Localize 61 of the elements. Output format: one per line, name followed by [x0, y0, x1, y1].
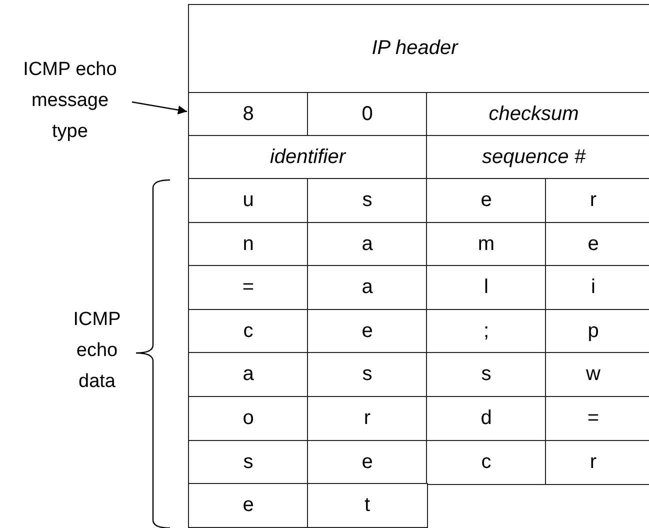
cell-text: a [362, 276, 373, 300]
table-cell [188, 4, 648, 94]
table-cell [545, 352, 648, 398]
cell-text: p [588, 320, 599, 343]
callout-text: ICMP echo message type [14, 54, 126, 147]
cell-text: 8 [242, 102, 254, 126]
table-cell [188, 92, 308, 136]
arrow [132, 101, 188, 114]
table-cell [545, 265, 648, 310]
cell-text: r [590, 189, 597, 212]
cell-text: = [242, 276, 254, 300]
cell-text: checksum [488, 102, 579, 126]
cell-text: t [364, 494, 370, 518]
table-cell [307, 178, 428, 224]
cell-text: w [586, 363, 600, 386]
table-cell [307, 265, 428, 310]
table-cell [188, 265, 308, 310]
cell-text: s [362, 189, 372, 212]
table-cell [545, 178, 648, 224]
table-cell [188, 178, 308, 224]
cell-text: c [481, 450, 492, 474]
cell-text: u [242, 189, 254, 212]
cell-text: e [362, 450, 373, 474]
cell-text: s [362, 363, 372, 386]
cell-text: a [362, 232, 373, 256]
cell-text: r [364, 407, 371, 430]
cell-text: r [590, 450, 597, 474]
cell-text: IP header [372, 37, 458, 60]
cell-text: identifier [270, 146, 346, 169]
cell-text: e [480, 189, 492, 212]
cell-text: s [481, 363, 492, 386]
cell-text: e [588, 232, 599, 256]
table-cell [307, 483, 428, 528]
cell-text: o [242, 407, 254, 430]
cell-text: sequence # [482, 146, 586, 169]
table-cell [307, 352, 428, 398]
cell-text: a [242, 363, 254, 386]
cell-text: l [484, 276, 488, 300]
table-cell [545, 440, 648, 485]
table-cell [426, 265, 546, 310]
table-cell [188, 483, 308, 528]
table-cell [426, 352, 546, 398]
cell-text: 0 [362, 102, 373, 126]
cell-text: e [362, 320, 373, 343]
table-cell [426, 178, 546, 224]
cell-text: ; [483, 320, 490, 343]
table-cell [188, 352, 308, 398]
table-cell [307, 92, 428, 136]
cell-text: c [243, 320, 254, 343]
table-cell [426, 440, 546, 485]
table-cell [426, 92, 648, 136]
cell-text: d [480, 407, 492, 430]
cell-text: m [478, 232, 495, 256]
table-cell [188, 135, 428, 180]
cell-text: e [242, 494, 254, 518]
cell-text: = [587, 407, 600, 430]
cell-text: s [243, 450, 254, 474]
cell-text: n [242, 232, 254, 256]
table-cell [426, 135, 648, 180]
cell-text: i [591, 276, 596, 300]
bracket-label: ICMP echo data [72, 308, 122, 394]
